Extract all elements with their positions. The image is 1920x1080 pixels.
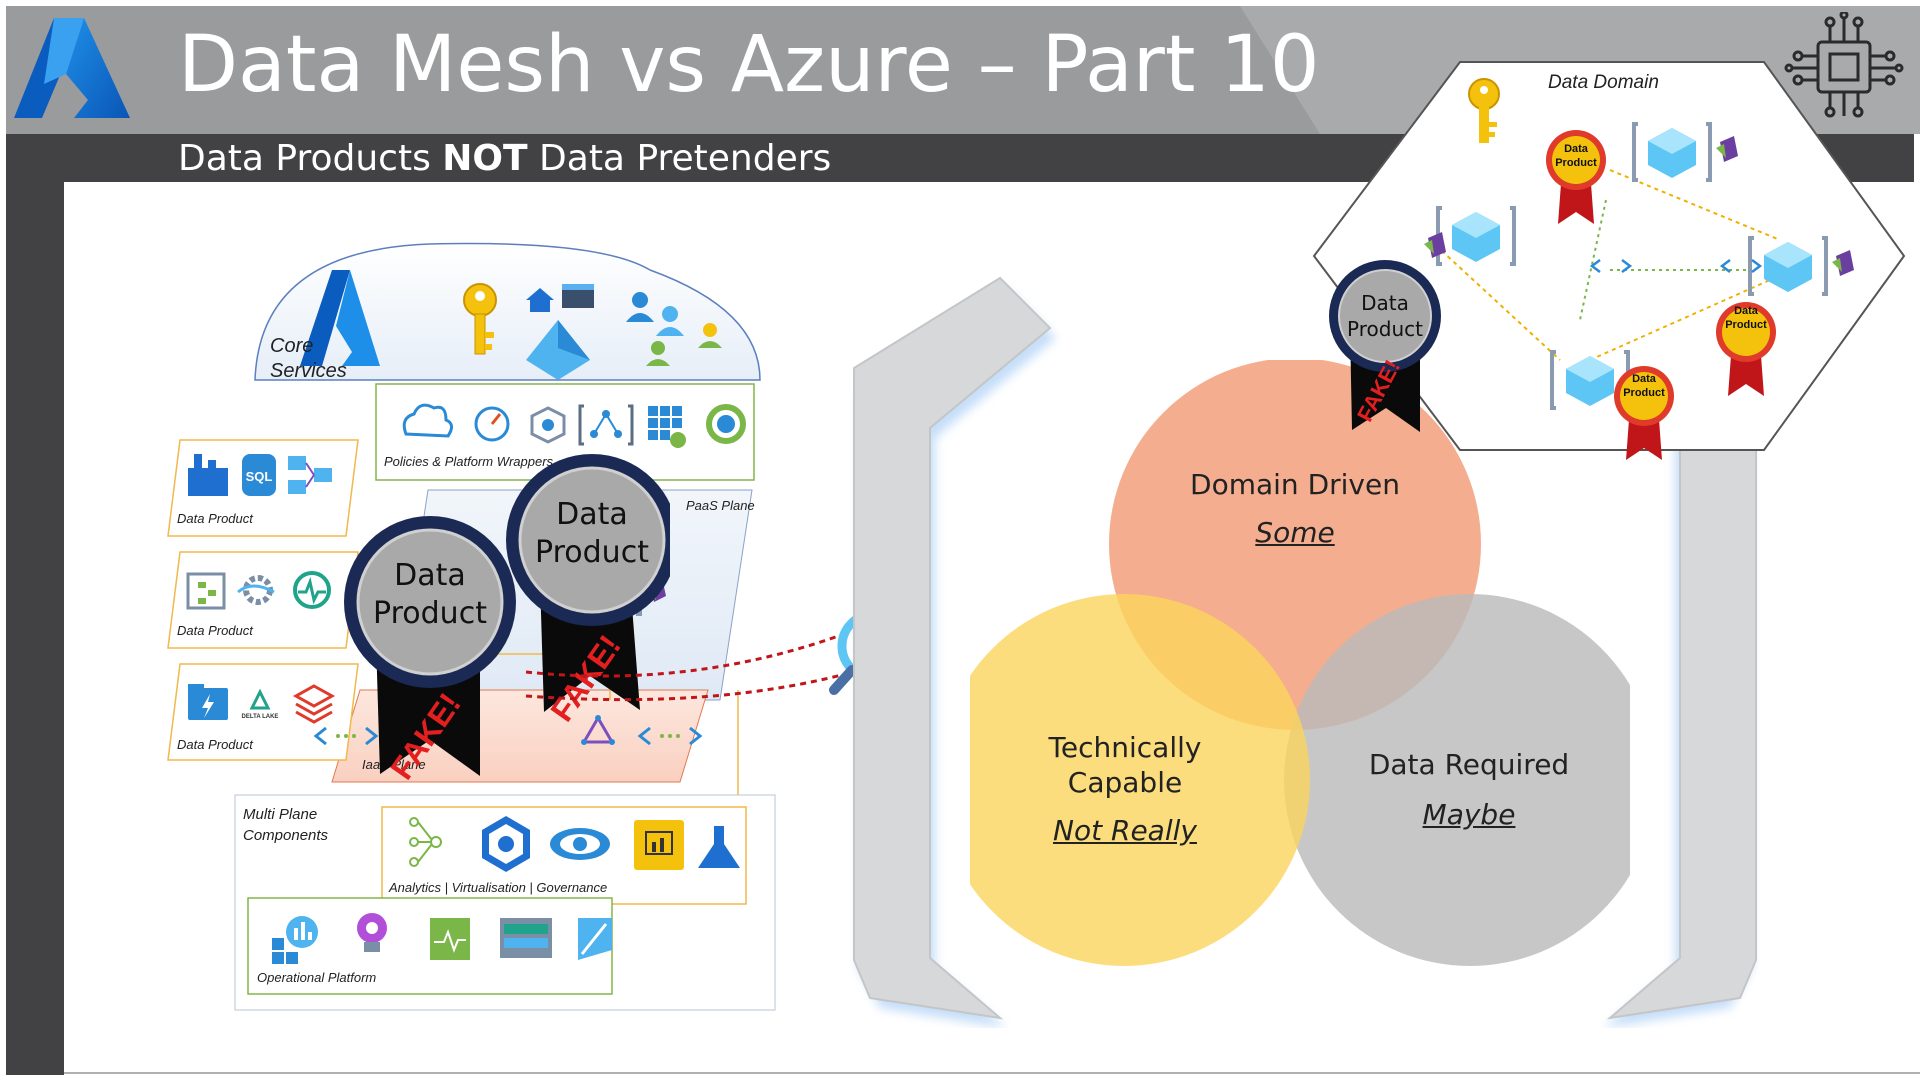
small-badge-text-3: Data Product xyxy=(1623,373,1665,399)
analytics-label: Analytics | Virtualisation | Governance xyxy=(389,880,608,895)
fake-badges xyxy=(344,454,670,776)
left-bracket xyxy=(853,276,1056,1028)
venn-circle-technical xyxy=(970,594,1310,966)
paas-plane-label: PaaS Plane xyxy=(686,498,755,513)
small-badge-text-1: Data Product xyxy=(1555,143,1597,169)
venn-technically-capable-value: Not Really xyxy=(1053,814,1197,847)
page-subtitle: Data Products NOT Data Pretenders xyxy=(178,138,832,179)
badge-text-back: Data Product xyxy=(535,497,649,570)
delta-lake-text: DELTA LAKE xyxy=(242,714,279,720)
bottom-border xyxy=(64,1072,1920,1074)
domain-node xyxy=(1632,122,1738,182)
operational-label: Operational Platform xyxy=(257,970,377,985)
data-product-label-1: Data Product xyxy=(177,511,253,526)
venn-domain-driven-value: Some xyxy=(1255,516,1335,549)
left-strip xyxy=(6,182,64,1075)
multi-plane-label: Multi Plane Components xyxy=(243,806,329,844)
chip-icon xyxy=(1784,12,1904,118)
venn-technically-capable: Technically Capable xyxy=(1048,731,1202,799)
sql-text: SQL xyxy=(246,469,273,484)
page-title: Data Mesh vs Azure – Part 10 xyxy=(178,20,1320,110)
core-services-label: Core Services xyxy=(270,335,347,382)
venn-diagram xyxy=(970,360,1630,966)
data-product-label-2: Data Product xyxy=(177,623,253,638)
domain-fake-badge xyxy=(1329,260,1441,432)
data-product-label-3: Data Product xyxy=(177,737,253,752)
venn-domain-driven: Domain Driven xyxy=(1190,468,1400,501)
venn-data-required: Data Required xyxy=(1368,748,1570,781)
policies-label: Policies & Platform Wrappers xyxy=(384,454,554,469)
domain-fake-badge-text: Data Product xyxy=(1347,291,1423,341)
small-badge-text-2: Data Product xyxy=(1725,305,1767,331)
azure-logo-icon xyxy=(14,18,130,118)
data-domain-hexagon xyxy=(1312,61,1906,460)
badge-text-front: Data Product xyxy=(373,558,487,631)
venn-circle-data xyxy=(1284,594,1630,966)
venn-data-required-value: Maybe xyxy=(1422,798,1516,831)
data-domain-label: Data Domain xyxy=(1548,72,1659,93)
